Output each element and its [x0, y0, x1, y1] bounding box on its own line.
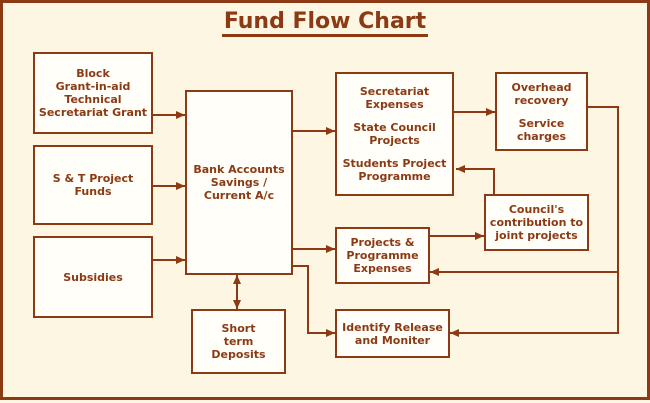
node-label: Technical: [64, 93, 122, 106]
node-label: Secretariat: [359, 85, 430, 98]
projects-programme-node: Projects & Programme Expenses: [335, 227, 430, 284]
node-label: Expenses: [365, 98, 424, 111]
node-label: Students Project: [342, 157, 447, 170]
node-label: Savings /: [210, 176, 268, 189]
page-title: Fund Flow Chart: [3, 9, 647, 37]
node-label: term: [223, 335, 254, 348]
identify-release-node: Identify Release and Moniter: [335, 309, 450, 358]
node-label: Expenses: [353, 262, 412, 275]
block-grant-node: Block Grant-in-aid Technical Secretariat…: [33, 52, 153, 134]
edge-council-to-secretariat: [456, 165, 495, 194]
node-label: Programme: [346, 249, 419, 262]
bank-accounts-node: Bank Accounts Savings / Current A/c: [185, 90, 293, 275]
title-text: Fund Flow Chart: [221, 9, 429, 37]
node-label: joint projects: [495, 229, 578, 242]
node-label: Programme: [358, 170, 431, 183]
node-label: Block: [76, 67, 110, 80]
overhead-recovery-node: Overhead recovery Service charges: [495, 72, 588, 151]
secretariat-expenses-node: Secretariat Expenses State Council Proje…: [335, 72, 454, 196]
node-label: Council's: [508, 203, 565, 216]
council-contribution-node: Council's contribution to joint projects: [484, 194, 589, 251]
node-label: Short: [221, 322, 256, 335]
node-label: recovery: [514, 93, 569, 107]
st-project-funds-node: S & T Project Funds: [33, 145, 153, 225]
node-label: Deposits: [211, 348, 266, 361]
node-label: Projects &: [350, 236, 415, 249]
node-label: and Moniter: [354, 333, 431, 347]
connector-layer: [153, 106, 619, 337]
node-label: Projects: [369, 134, 420, 147]
node-label: Service: [518, 116, 565, 130]
subsidies-node: Subsidies: [33, 236, 153, 318]
edge-bank-to-identify: [293, 265, 335, 337]
node-label: charges: [516, 129, 567, 143]
node-label: Secretariat Grant: [38, 106, 148, 119]
edge-overhead-to-identify: [450, 272, 619, 337]
node-label: Funds: [74, 185, 112, 198]
edge-overhead-to-projects: [430, 106, 619, 276]
node-label: Subsidies: [63, 270, 123, 284]
node-label: Grant-in-aid: [55, 80, 131, 93]
node-label: Bank Accounts: [193, 163, 285, 176]
short-term-deposits-node: Short term Deposits: [191, 309, 286, 374]
node-label: State Council: [353, 121, 436, 134]
node-label: Overhead: [511, 80, 572, 94]
node-label: Identify Release: [342, 320, 443, 334]
node-label: S & T Project: [52, 172, 134, 185]
node-label: Current A/c: [203, 189, 275, 202]
node-label: contribution to: [489, 216, 584, 229]
